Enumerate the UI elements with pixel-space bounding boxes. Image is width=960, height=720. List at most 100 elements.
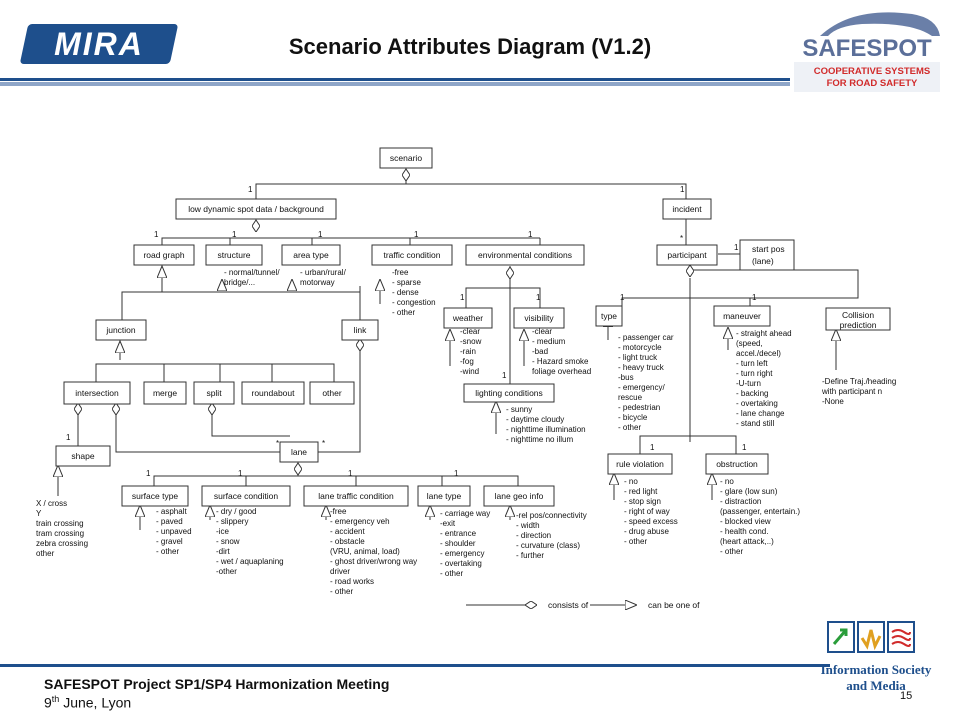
list-item: - asphalt <box>156 507 187 516</box>
maneuver-values: - straight ahead (speed, accel./decel)- … <box>736 329 792 428</box>
box-junction-label: junction <box>105 325 136 335</box>
obstruction-values: - no- glare (low sun)- distraction (pass… <box>720 477 800 556</box>
box-type: type <box>595 305 623 327</box>
list-item: - turn right <box>736 369 773 378</box>
list-item: - normal/tunnel/ <box>224 268 280 277</box>
box-traffic-condition-label: traffic condition <box>383 250 440 260</box>
mult-label: 1 <box>734 243 739 252</box>
list-item: - sparse <box>392 278 421 287</box>
list-item: - congestion <box>392 298 436 307</box>
visibility-values: -clear- medium-bad- Hazard smokefoliage … <box>532 327 591 376</box>
list-item: - accident <box>330 527 365 536</box>
mult-label: 1 <box>680 185 685 194</box>
list-item: - turn left <box>736 359 768 368</box>
list-item: -other <box>216 567 237 576</box>
type-values: - passenger car- motorcycle- light truck… <box>618 333 674 432</box>
traffic-values: -free- sparse- dense- congestion- other <box>392 268 436 317</box>
lane-geo-values: -rel pos/connectivity- width- direction-… <box>516 511 587 560</box>
box-intersection: intersection <box>63 381 131 405</box>
box-lane-traffic-condition: lane traffic condition <box>303 485 409 507</box>
box-low-dynamic: low dynamic spot data / background <box>175 198 337 220</box>
list-item: -rain <box>460 347 476 356</box>
box-participant-label: participant <box>667 250 707 260</box>
box-other: other <box>309 381 355 405</box>
list-item: -U-turn <box>736 379 761 388</box>
surface-type-values: - asphalt- paved- unpaved- gravel- other <box>156 507 192 556</box>
box-obstruction: obstruction <box>705 453 769 475</box>
list-item: - motorcycle <box>618 343 662 352</box>
box-type-label: type <box>601 311 617 321</box>
surface-condition-values: - dry / good- slippery-ice- snow-dirt- w… <box>216 507 284 576</box>
list-item: -free <box>392 268 409 277</box>
box-surface-condition: surface condition <box>201 485 291 507</box>
list-item: - emergency veh <box>330 517 390 526</box>
box-incident-label: incident <box>672 204 702 214</box>
list-item: - slippery <box>216 517 248 526</box>
box-start-pos: start pos(lane) <box>739 239 795 271</box>
mult-label: 1 <box>414 230 419 239</box>
list-item: - blocked view <box>720 517 771 526</box>
mult-label: 1 <box>146 469 151 478</box>
mult-label: 1 <box>650 443 655 452</box>
page-title: Scenario Attributes Diagram (V1.2) <box>288 34 652 59</box>
list-item: - road works <box>330 577 374 586</box>
list-item: -wind <box>460 367 479 376</box>
list-item: - red light <box>624 487 658 496</box>
box-lane: lane <box>279 441 319 463</box>
list-item: - shoulder <box>440 539 476 548</box>
structure-values: - normal/tunnel/ bridge/... <box>224 268 280 287</box>
box-road-graph-label: road graph <box>143 250 184 260</box>
list-item: (passenger, entertain.) <box>720 507 800 516</box>
list-item: - wet / aquaplaning <box>216 557 284 566</box>
mult-label: 1 <box>620 293 625 302</box>
infosoc-text-1: Information Society <box>821 662 932 677</box>
list-item: - other <box>720 547 743 556</box>
mult-label: 1 <box>248 185 253 194</box>
list-item: driver <box>330 567 350 576</box>
box-scenario-label: scenario <box>390 153 422 163</box>
box-surface-type: surface type <box>121 485 189 507</box>
list-item: - sunny <box>506 405 532 414</box>
list-item: -clear <box>460 327 480 336</box>
header-rule <box>0 78 790 81</box>
list-item: -fog <box>460 357 474 366</box>
box-link-label: link <box>354 325 368 335</box>
list-item: - nighttime no illum <box>506 435 573 444</box>
footer-date-sup: th <box>51 694 60 704</box>
infosoc-text-2: and Media <box>846 678 906 693</box>
legend-can-be-one-of: can be one of <box>648 600 700 610</box>
list-item: train crossing <box>36 519 84 528</box>
safespot-logo-text: SAFESPOT <box>802 35 932 62</box>
list-item: - backing <box>736 389 768 398</box>
mult-label: 1 <box>66 433 71 442</box>
footer-date-rest: June, Lyon <box>59 694 132 711</box>
list-item: - health cond. <box>720 527 768 536</box>
list-item: - nighttime illumination <box>506 425 586 434</box>
box-merge: merge <box>143 381 187 405</box>
box-lane-type: lane type <box>417 485 471 507</box>
box-traffic-condition: traffic condition <box>371 244 453 266</box>
safespot-tagline-2: FOR ROAD SAFETY <box>827 78 918 89</box>
list-item: - right of way <box>624 507 670 516</box>
box-lane-traffic-condition-label: lane traffic condition <box>318 491 394 501</box>
box-lane-geo-info: lane geo info <box>483 485 555 507</box>
mult-label: 1 <box>528 230 533 239</box>
list-item: - dense <box>392 288 419 297</box>
mult-label: * <box>322 439 325 448</box>
box-visibility: visibility <box>513 307 565 329</box>
information-society-logo: Information Society and Media <box>821 621 932 693</box>
list-item: -ice <box>216 527 229 536</box>
box-start-pos-label-1: start pos <box>752 244 785 254</box>
list-item: - obstacle <box>330 537 365 546</box>
list-item: - other <box>440 569 463 578</box>
list-item: - other <box>618 423 641 432</box>
footer-rule <box>0 664 830 667</box>
list-item: - width <box>516 521 540 530</box>
box-collision-label-2: prediction <box>840 320 877 330</box>
list-item: motorway <box>300 278 335 287</box>
mult-label: * <box>276 439 279 448</box>
list-item: - distraction <box>720 497 761 506</box>
mult-label: 1 <box>752 293 757 302</box>
